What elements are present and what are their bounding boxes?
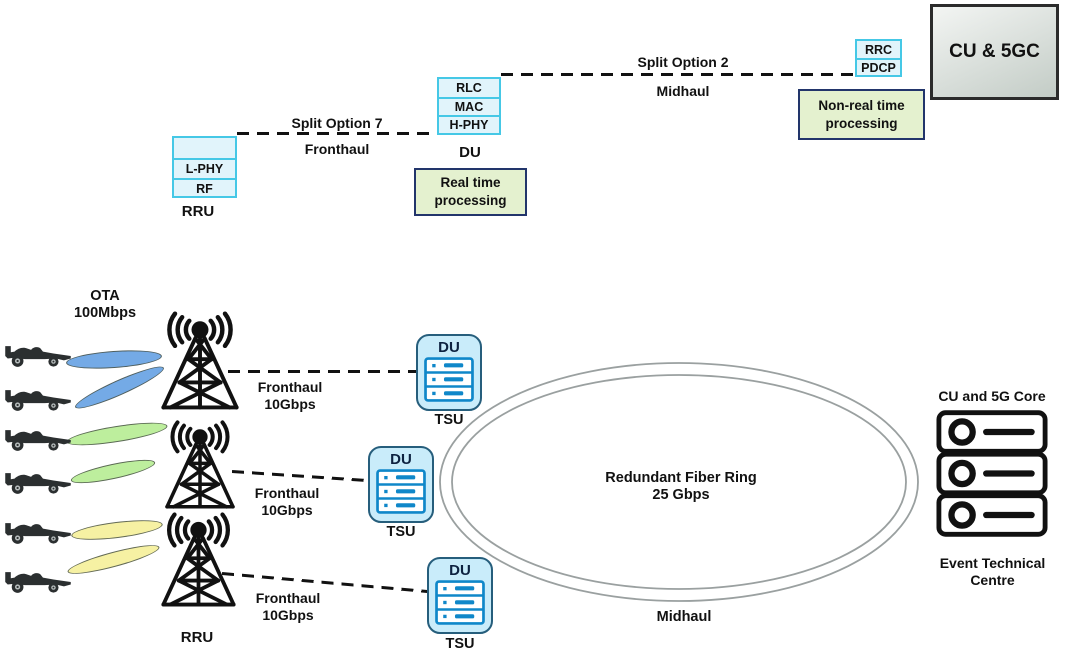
protocol-cell-lphy: L-PHY — [174, 158, 235, 178]
du-protocol-stack: RLC MAC H-PHY — [437, 77, 501, 135]
fronthaul-1-line1: Fronthaul — [257, 379, 323, 395]
fronthaul-line-2 — [231, 470, 369, 483]
tsu-unit-1: DU — [416, 334, 482, 411]
core-server-stack-icon — [936, 409, 1048, 538]
cu-protocol-stack: RRC PDCP — [855, 39, 902, 77]
ring-caption-line2: 25 Gbps — [652, 487, 710, 504]
ota-label: OTA 100Mbps — [55, 288, 155, 322]
server-rack-icon — [424, 357, 474, 403]
cu-5gc-label: CU & 5GC — [949, 41, 1040, 62]
cell-tower-icon-1 — [150, 311, 250, 411]
fronthaul-split-line — [237, 132, 438, 135]
fronthaul-2-line2: 10Gbps — [261, 501, 313, 518]
split-option-7-label: Split Option 7 — [291, 115, 383, 131]
protocol-cell-pdcp: PDCP — [857, 58, 900, 75]
tsu-2-label: TSU — [386, 524, 416, 540]
protocol-cell-rf: RF — [174, 178, 235, 198]
etc-line2: Centre — [970, 571, 1015, 588]
fronthaul-line-1 — [228, 370, 417, 373]
realtime-line1: Real time — [440, 175, 501, 191]
nonrealtime-line1: Non-real time — [818, 97, 905, 113]
race-car-1 — [5, 346, 71, 367]
ota-line2: 100Mbps — [73, 305, 137, 322]
fronthaul-3-line2: 10Gbps — [262, 606, 314, 623]
cu-5gc-box: CU & 5GC — [930, 4, 1059, 100]
realtime-line2: processing — [434, 193, 507, 208]
protocol-cell-rlc: RLC — [456, 81, 482, 95]
tsu-1-label: TSU — [434, 412, 464, 428]
race-car-3 — [5, 430, 71, 451]
server-rack-icon — [376, 469, 426, 515]
fronthaul-top-label: Fronthaul — [304, 141, 370, 157]
rru-label-bottom: RRU — [180, 629, 214, 646]
rru-label-top: RRU — [181, 203, 215, 220]
split-option-2-label: Split Option 2 — [637, 54, 729, 70]
race-car-5 — [5, 523, 71, 544]
du-label-top: DU — [459, 144, 481, 161]
ota-line1: OTA — [90, 288, 120, 304]
server-rack-icon — [435, 580, 485, 626]
event-technical-centre-label: Event Technical Centre — [925, 555, 1060, 588]
cell-tower-icon-3 — [150, 512, 247, 608]
tsu-3-du-label: DU — [449, 562, 471, 579]
tsu-2-du-label: DU — [390, 451, 412, 468]
beam-yellow-2 — [65, 539, 162, 580]
nonrealtime-line2: processing — [825, 115, 898, 131]
race-car-6 — [5, 572, 71, 593]
etc-line1: Event Technical — [939, 555, 1046, 571]
fronthaul-label-2: Fronthaul 10Gbps — [237, 485, 337, 518]
race-car-2 — [5, 390, 71, 411]
cu-5g-core-label: CU and 5G Core — [938, 388, 1046, 404]
tsu-unit-2: DU — [368, 446, 434, 523]
midhaul-top-label: Midhaul — [656, 83, 710, 99]
midhaul-split-line — [501, 73, 855, 76]
protocol-cell-rrc: RRC — [864, 42, 893, 57]
ring-caption: Redundant Fiber Ring 25 Gbps — [551, 470, 811, 504]
fronthaul-label-3: Fronthaul 10Gbps — [238, 590, 338, 623]
protocol-cell-mac: MAC — [439, 97, 499, 115]
redundant-fiber-ring — [439, 362, 919, 602]
cell-tower-icon-2 — [153, 420, 247, 510]
realtime-processing-box: Real time processing — [414, 168, 527, 216]
ring-caption-line1: Redundant Fiber Ring — [605, 470, 757, 486]
fronthaul-1-line2: 10Gbps — [264, 395, 316, 412]
fronthaul-3-line1: Fronthaul — [255, 590, 321, 606]
rru-empty-cell — [174, 138, 235, 158]
fronthaul-label-1: Fronthaul 10Gbps — [240, 379, 340, 412]
rru-protocol-stack: L-PHY RF — [172, 136, 237, 198]
midhaul-bottom-label: Midhaul — [656, 609, 712, 625]
tsu-unit-3: DU — [427, 557, 493, 634]
tsu-1-du-label: DU — [438, 339, 460, 356]
beam-green-2 — [69, 455, 157, 488]
protocol-cell-hphy: H-PHY — [439, 115, 499, 133]
nonrealtime-processing-box: Non-real time processing — [798, 89, 925, 140]
fronthaul-2-line1: Fronthaul — [254, 485, 320, 501]
race-car-4 — [5, 473, 71, 494]
tsu-3-label: TSU — [445, 636, 475, 652]
